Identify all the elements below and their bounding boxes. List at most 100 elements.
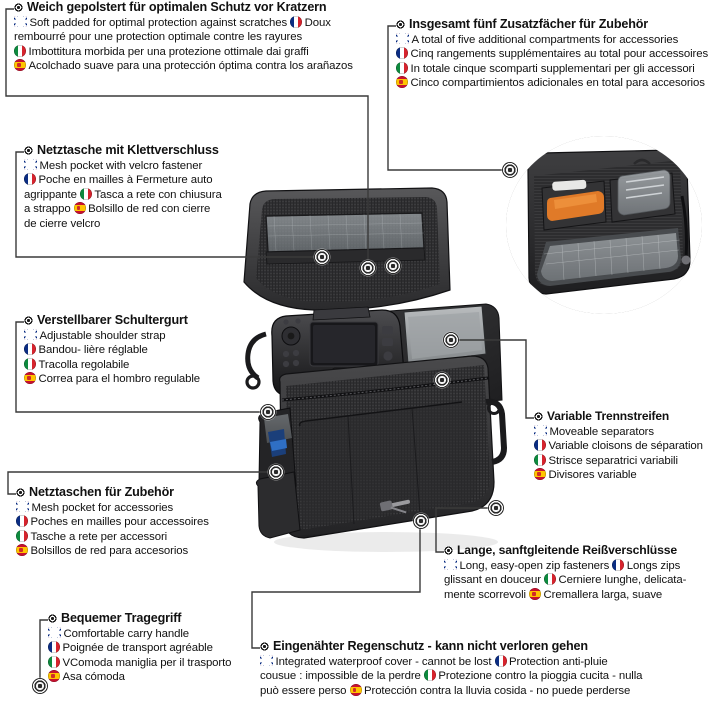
callout-padding-heading: Weich gepolstert für optimalen Schutz vo…: [14, 0, 368, 15]
callout-compartments: Insgesamt fünf Zusatzfächer für Zubehör …: [396, 17, 716, 91]
heading-text: Eingenähter Regenschutz - kann nicht ver…: [273, 639, 588, 653]
flag-it-icon: [48, 655, 60, 668]
marker-separators-2: [434, 372, 450, 388]
lang-line: Correa para el hombro regulable: [24, 372, 254, 386]
lang-line: Divisores variable: [534, 468, 720, 482]
lang-line: Variable cloisons de séparation: [534, 439, 720, 453]
heading-text: Bequemer Tragegriff: [61, 611, 182, 625]
lang-line: Adjustable shoulder strap: [24, 329, 254, 343]
callout-separators-heading: Variable Trennstreifen: [534, 409, 720, 424]
lang-line: Tracolla regolabile: [24, 357, 254, 372]
flag-es-icon: [24, 372, 36, 385]
flag-fr-icon: [534, 439, 546, 452]
lang-line: Bandou- lière réglable: [24, 343, 254, 357]
marker-raincover: [413, 513, 429, 529]
heading-text: Weich gepolstert für optimalen Schutz vo…: [27, 0, 327, 14]
lang-line: può essere perso Protección contra la ll…: [260, 683, 631, 697]
heading-text: Insgesamt fünf Zusatzfächer für Zubehör: [409, 17, 649, 31]
bullet-marker-icon: [396, 20, 405, 29]
flag-fr-icon: [290, 16, 303, 28]
callout-zippers-body: Long, easy-open zip fasteners Longs zips…: [444, 559, 716, 602]
inset-detail-accessory-compartments: [506, 136, 702, 314]
callout-separators-body: Moveable separators Variable cloisons de…: [534, 425, 720, 483]
lang-line: Soft padded for optimal protection again…: [14, 16, 368, 30]
marker-separators: [443, 332, 459, 348]
callout-mesh-accessories-heading: Netztaschen für Zubehör: [16, 485, 256, 500]
lang-line: Imbottitura morbida per una protezione o…: [14, 44, 368, 59]
heading-text: Lange, sanftgleitende Reißverschlüsse: [457, 543, 677, 557]
flag-es-icon: [16, 544, 28, 557]
lang-line: Tasche a rete per accessori: [16, 529, 256, 544]
flag-uk-icon: [24, 159, 37, 170]
flag-it-icon: [14, 44, 26, 57]
lang-line: Cinq rangements supplémentaires au total…: [396, 47, 716, 61]
lang-line: agrippante Tasca a rete con chiusura: [24, 187, 222, 201]
bullet-marker-icon: [14, 3, 23, 12]
flag-es-icon: [14, 59, 26, 72]
bullet-marker-icon: [16, 488, 25, 497]
lang-line: VComoda maniglia per il trasporto: [48, 655, 278, 670]
callout-mesh-accessories: Netztaschen für Zubehör Mesh pocket for …: [16, 485, 256, 559]
connector-carry-handle: [39, 619, 48, 686]
callout-mesh-velcro-body: Mesh pocket with velcro fastener Poche e…: [24, 159, 274, 231]
bullet-marker-icon: [48, 614, 57, 623]
callout-shoulder-strap-heading: Verstellbarer Schultergurt: [24, 313, 254, 328]
callout-raincover-heading: Eingenähter Regenschutz - kann nicht ver…: [260, 639, 712, 654]
callout-mesh-velcro-heading: Netztasche mit Klettverschluss: [24, 143, 274, 158]
callout-padding-body: Soft padded for optimal protection again…: [14, 16, 368, 74]
bullet-marker-icon: [24, 316, 33, 325]
lang-line: Moveable separators: [534, 425, 720, 439]
callout-mesh-velcro: Netztasche mit Klettverschluss Mesh pock…: [24, 143, 274, 231]
flag-fr-icon: [24, 343, 36, 356]
marker-lid-padding-2: [385, 258, 401, 274]
lang-line: Mesh pocket with velcro fastener: [24, 159, 274, 173]
lang-line: cousue : impossible de la perdre Protezi…: [260, 669, 643, 683]
lang-line: Cinco compartimientos adicionales en tot…: [396, 76, 716, 90]
flag-it-icon: [79, 187, 92, 200]
callout-zippers: Lange, sanftgleitende Reißverschlüsse Lo…: [444, 543, 716, 602]
lang-line: Comfortable carry handle: [48, 627, 278, 641]
bullet-marker-icon: [260, 642, 269, 651]
flag-es-icon: [48, 670, 60, 683]
flag-uk-icon: [444, 559, 457, 570]
flag-es-icon: [73, 202, 86, 215]
lang-line: Poignée de transport agréable: [48, 641, 278, 655]
flag-es-icon: [349, 683, 362, 696]
lang-line: Asa cómoda: [48, 670, 278, 684]
flag-fr-icon: [48, 641, 60, 654]
marker-zippers: [488, 500, 504, 516]
marker-shoulder-strap: [260, 404, 276, 420]
marker-mesh-accessories: [268, 464, 284, 480]
lang-line: a strappo Bolsillo de red con cierre: [24, 202, 211, 216]
lang-line: A total of five additional compartments …: [396, 33, 716, 47]
callout-separators: Variable Trennstreifen Moveable separato…: [534, 409, 720, 483]
flag-it-icon: [543, 573, 556, 586]
marker-mesh-velcro: [314, 249, 330, 265]
flag-uk-icon: [24, 329, 37, 340]
callout-compartments-heading: Insgesamt fünf Zusatzfächer für Zubehör: [396, 17, 716, 32]
inset-illustration: [506, 136, 702, 314]
flag-it-icon: [24, 357, 36, 370]
lang-line: Long, easy-open zip fasteners Longs zips: [444, 559, 716, 573]
flag-es-icon: [396, 76, 408, 89]
callout-zippers-heading: Lange, sanftgleitende Reißverschlüsse: [444, 543, 716, 558]
flag-it-icon: [16, 529, 28, 542]
flag-uk-icon: [14, 16, 27, 27]
flag-uk-icon: [16, 501, 29, 512]
heading-text: Verstellbarer Schultergurt: [37, 313, 188, 327]
flag-uk-icon: [396, 33, 409, 44]
callout-compartments-body: A total of five additional compartments …: [396, 33, 716, 91]
callout-carry-handle-heading: Bequemer Tragegriff: [48, 611, 278, 626]
bullet-marker-icon: [534, 412, 543, 421]
flag-es-icon: [534, 468, 546, 481]
camera-bag-illustration: [243, 187, 508, 552]
flag-it-icon: [423, 669, 436, 682]
bullet-marker-icon: [24, 146, 33, 155]
flag-fr-icon: [494, 655, 507, 667]
callout-shoulder-strap-body: Adjustable shoulder strap Bandou- lière …: [24, 329, 254, 387]
lang-line: Integrated waterproof cover - cannot be …: [260, 655, 712, 669]
marker-compartments: [502, 162, 518, 178]
marker-padding: [360, 260, 376, 276]
lang-line: rembourré pour une protection optimale c…: [14, 31, 303, 44]
